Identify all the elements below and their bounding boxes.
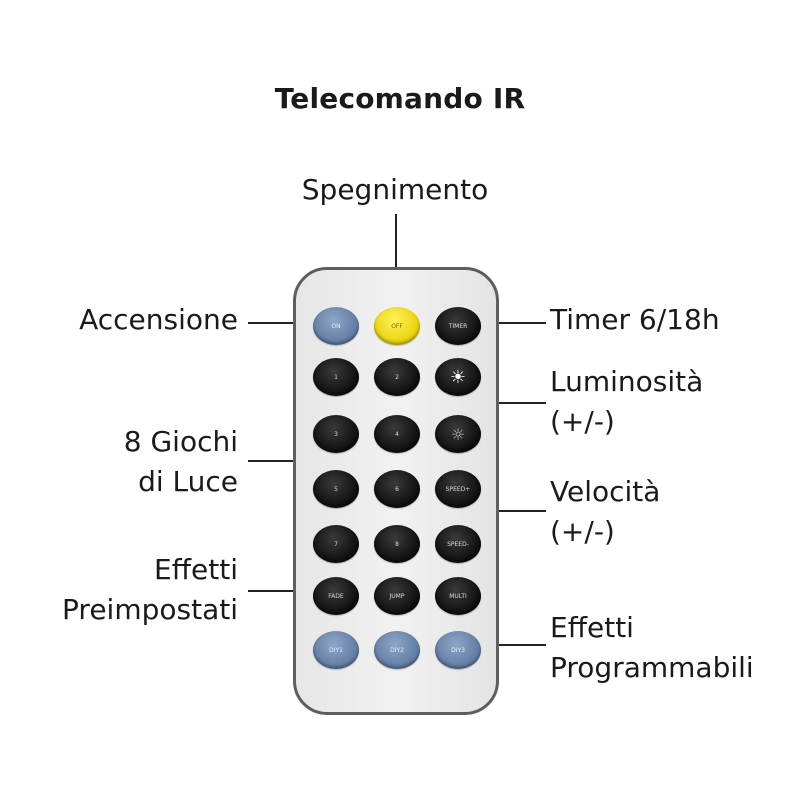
remote-button-label: ON [331, 322, 341, 330]
leader-line-luminosita [484, 402, 546, 404]
remote-button-label: FADE [328, 592, 344, 600]
brightness-down-icon: ☼ [450, 424, 466, 444]
brightness-up-icon: ☀ [449, 366, 467, 388]
leader-line-accensione [248, 322, 310, 324]
remote-button-label: 1 [334, 373, 338, 381]
remote-button-3[interactable]: 3 [313, 415, 359, 453]
remote-button-on[interactable]: ON [313, 307, 359, 345]
label-luminosita: Luminosità (+/-) [550, 362, 703, 442]
label-effetti-pre-line-2: Preimpostati [62, 593, 238, 626]
remote-button-label: 8 [395, 540, 399, 548]
remote-button-jump[interactable]: JUMP [374, 577, 420, 615]
remote-button-label: MULTI [449, 592, 467, 600]
remote-button-7[interactable]: 7 [313, 525, 359, 563]
remote-button-label: SPEED+ [445, 485, 471, 493]
remote-button-label: 7 [334, 540, 338, 548]
remote-button-diy2[interactable]: DIY2 [374, 631, 420, 669]
remote-button-6[interactable]: 6 [374, 470, 420, 508]
ir-remote-control: ON OFF TIMER 1 2 ☀ 3 4 ☼ 5 6 SPEED+ 7 8 SPEED- FADE JUMP… [293, 267, 499, 715]
remote-button-speed[interactable]: SPEED+ [435, 470, 481, 508]
remote-button-label: DIY2 [390, 646, 404, 654]
label-velocita-line-1: Velocità [550, 475, 661, 508]
page-title: Telecomando IR [274, 82, 526, 115]
label-effetti-prog-line-2: Programmabili [550, 651, 754, 684]
leader-line-effetti-preimpostati [248, 590, 310, 592]
remote-button-fade[interactable]: FADE [313, 577, 359, 615]
remote-button-brightness-up[interactable]: ☀ [435, 358, 481, 396]
label-velocita-line-2: (+/-) [550, 515, 615, 548]
label-accensione: Accensione [79, 303, 238, 336]
remote-button-8[interactable]: 8 [374, 525, 420, 563]
label-luminosita-line-1: Luminosità [550, 365, 704, 398]
leader-line-timer [484, 322, 546, 324]
remote-button-1[interactable]: 1 [313, 358, 359, 396]
remote-button-5[interactable]: 5 [313, 470, 359, 508]
label-giochi-line-2: di Luce [138, 465, 238, 498]
label-effetti-preimpostati: Effetti Preimpostati [0, 550, 238, 630]
remote-button-4[interactable]: 4 [374, 415, 420, 453]
label-giochi-di-luce: 8 Giochi di Luce [0, 422, 238, 502]
remote-button-label: 3 [334, 430, 338, 438]
remote-button-label: 5 [334, 485, 338, 493]
remote-button-brightness-down[interactable]: ☼ [435, 415, 481, 453]
leader-line-giochi [248, 460, 310, 462]
label-luminosita-line-2: (+/-) [550, 405, 615, 438]
remote-button-2[interactable]: 2 [374, 358, 420, 396]
remote-button-label: DIY3 [451, 646, 465, 654]
label-spegnimento: Spegnimento [301, 173, 489, 206]
leader-line-effetti-programmabili [484, 644, 546, 646]
remote-button-label: TIMER [448, 322, 468, 330]
leader-line-velocita [484, 510, 546, 512]
remote-button-timer[interactable]: TIMER [435, 307, 481, 345]
label-effetti-programmabili: Effetti Programmabili [550, 608, 754, 688]
remote-button-label: 4 [395, 430, 399, 438]
remote-button-label: JUMP [389, 592, 405, 600]
remote-button-multi[interactable]: MULTI [435, 577, 481, 615]
remote-button-off[interactable]: OFF [374, 307, 420, 345]
remote-button-label: 2 [395, 373, 399, 381]
label-effetti-prog-line-1: Effetti [550, 611, 634, 644]
remote-button-label: SPEED- [447, 540, 469, 548]
remote-button-diy1[interactable]: DIY1 [313, 631, 359, 669]
remote-button-label: 6 [395, 485, 399, 493]
remote-button-speed[interactable]: SPEED- [435, 525, 481, 563]
remote-button-label: OFF [391, 322, 403, 330]
leader-line-spegnimento [395, 214, 397, 310]
label-effetti-pre-line-1: Effetti [154, 553, 238, 586]
label-timer: Timer 6/18h [550, 303, 720, 336]
remote-button-diy3[interactable]: DIY3 [435, 631, 481, 669]
label-velocita: Velocità (+/-) [550, 472, 660, 552]
label-giochi-line-1: 8 Giochi [123, 425, 238, 458]
remote-button-label: DIY1 [329, 646, 343, 654]
